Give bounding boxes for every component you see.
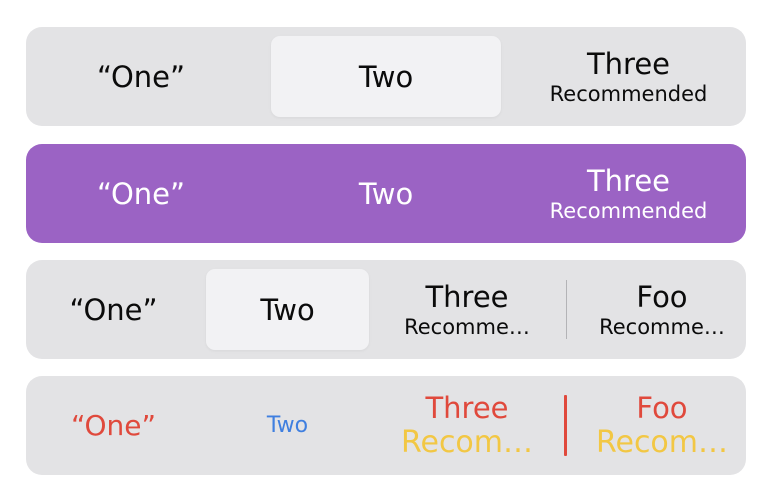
segment-four-title: Foo [636, 279, 688, 314]
segment-four-title: Foo [636, 390, 688, 425]
segment-two[interactable]: Two [271, 27, 501, 126]
segment-one-label: “One” [96, 176, 186, 211]
segment-three-subtitle: Recomme… [404, 314, 530, 339]
selected-segment-indicator [206, 269, 369, 350]
segmented-control-four-segments: “One” Two Three Recomme… Foo Recomme… [26, 260, 746, 359]
segment-one[interactable]: “One” [26, 376, 201, 475]
segment-three[interactable]: Three Recommended [511, 144, 746, 243]
segment-three-title: Three [425, 390, 509, 425]
segment-one[interactable]: “One” [26, 27, 256, 126]
segment-two[interactable]: Two [206, 260, 369, 359]
segment-one-label: “One” [96, 59, 186, 94]
segment-two-label: Two [260, 292, 315, 327]
segment-three[interactable]: Three Recommended [511, 27, 746, 126]
segment-three[interactable]: Three Recomme… [379, 260, 555, 359]
segment-three-title: Three [586, 163, 671, 198]
segment-four[interactable]: Foo Recomme… [578, 260, 746, 359]
segment-three-title: Three [586, 46, 671, 81]
segment-three-subtitle: Recom… [400, 424, 534, 460]
segment-divider [564, 395, 567, 456]
segment-one-label: “One” [70, 408, 157, 442]
segment-three-subtitle: Recommended [549, 198, 708, 223]
segment-one[interactable]: “One” [26, 144, 256, 243]
segment-three-title: Three [425, 279, 509, 314]
segment-three[interactable]: Three Recom… [379, 376, 555, 475]
segment-three-subtitle: Recommended [549, 81, 708, 106]
segment-four-subtitle: Recomme… [599, 314, 725, 339]
segment-four[interactable]: Foo Recom… [578, 376, 746, 475]
segment-two[interactable]: Two [271, 144, 501, 243]
segmented-control-colored: “One” Two Three Recom… Foo Recom… [26, 376, 746, 475]
selected-segment-indicator [271, 36, 501, 117]
segment-one[interactable]: “One” [26, 260, 201, 359]
segment-two-label: Two [358, 176, 414, 211]
segment-two[interactable]: Two [206, 376, 369, 475]
segment-four-subtitle: Recom… [595, 424, 729, 460]
segment-one-label: “One” [69, 292, 158, 327]
segment-two-label: Two [266, 412, 309, 438]
segment-two-label: Two [358, 59, 414, 94]
segmented-control-purple: “One” Two Three Recommended [26, 144, 746, 243]
segmented-control-default: “One” Two Three Recommended [26, 27, 746, 126]
segment-divider [566, 280, 567, 339]
